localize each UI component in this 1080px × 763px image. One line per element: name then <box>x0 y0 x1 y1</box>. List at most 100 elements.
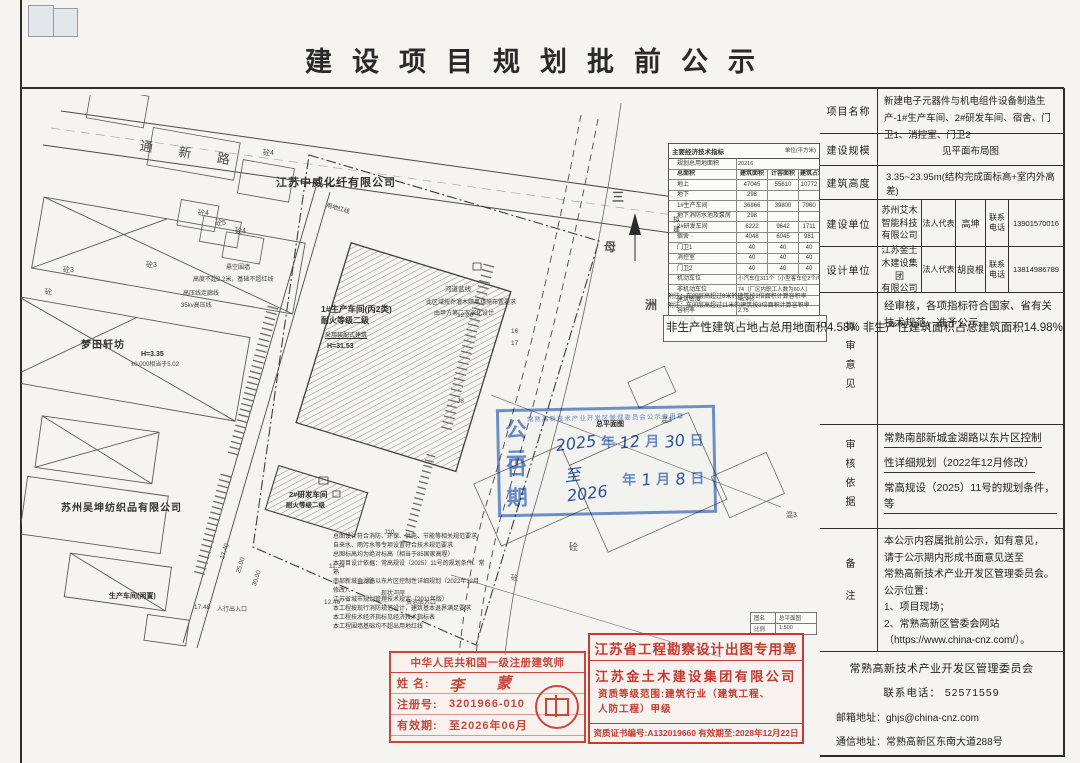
handwritten-day: 8 <box>674 468 687 489</box>
econ-cell: 40 <box>737 253 768 263</box>
notice-end-date-row: 日期 至2026 年 1 月 8 日 <box>500 456 714 510</box>
value-opinion: 经审核，各项指标符合国家、省有关 技术规范，准予公示。 <box>884 300 1052 330</box>
econ-row: 总面积建筑面积计容面积建筑占地面积 <box>669 169 819 180</box>
econ-cell: 建筑面积 <box>737 169 768 179</box>
valid-date: 至2026年06月 <box>449 720 528 732</box>
non-production-ratio-note: 非生产性建筑占地占总用地面积4.58% 非生产性建筑面积占总建筑面积14.98% <box>663 315 1063 342</box>
row-designer: 设计单位 江苏金土木建设集团 有限公司 法人代表 胡良根 联系 电话 13814… <box>820 245 1063 293</box>
econ-cell: 1#生产车间 <box>669 201 737 211</box>
name-label: 姓 名: <box>397 678 430 690</box>
econ-cell: 9642 <box>768 222 799 232</box>
map-label: 耐火等级二级 <box>321 316 369 325</box>
econ-cell: 小汽车位311个（小型客车位2个/中型货车位7个） <box>738 276 819 282</box>
label-remark: 备注 <box>820 529 878 651</box>
map-label: 耐火等级二级 <box>286 502 325 509</box>
designer-rep-name: 胡良根 <box>956 247 986 292</box>
label-basis: 审核依据 <box>820 425 878 528</box>
project-info-panel: 项目名称 新建电子元器件与机电组件设备制造生产-1#生产车间、2#研发车间、宿舍… <box>820 88 1065 757</box>
date-label: 日期 <box>505 456 536 511</box>
econ-cell: 981 <box>803 234 814 240</box>
map-label: 采用装配式建筑 <box>325 333 368 339</box>
footer-phone: 联系电话： 52571559 <box>883 686 1000 699</box>
map-label: 此区域按乔灌木隔离措施布置要求 <box>426 300 517 306</box>
registered-architect-stamp: 中华人民共和国一级注册建筑师 姓 名: 李 蒙 注册号: 3201966-010… <box>389 651 586 743</box>
handwritten-year: 2025 <box>554 430 597 455</box>
map-label: 苏州吴坤纺织品有限公司 <box>61 503 182 514</box>
econ-unit: 单位(平方米) <box>784 148 816 154</box>
design-company: 江苏金土木建设集团有限公司 <box>595 669 797 684</box>
builder-phone: 13901570016 <box>1013 218 1059 228</box>
map-label: 砼5 <box>215 220 226 227</box>
designer-rep-label: 法人代表 <box>922 247 956 292</box>
architect-stamp-title: 中华人民共和国一级注册建筑师 <box>391 653 584 673</box>
row-opinion: 拟审意见 经审核，各项指标符合国家、省有关 技术规范，准予公示。 <box>820 293 1063 425</box>
architect-reg-row: 注册号: 3201966-010 <box>391 694 584 715</box>
map-label: 高度不超2.2米，基础不超红线 <box>193 277 274 283</box>
year-char: 年 <box>621 471 637 488</box>
map-label: 高压线走廊线 <box>183 291 220 297</box>
map-label: 砼 <box>45 289 52 296</box>
econ-cell: 55610 <box>768 180 799 190</box>
value-height: 3.35~23.95m(结构完成面标高+室内外高差) <box>886 171 1055 197</box>
month-char: 月 <box>645 432 660 450</box>
econ-cell: 20216 <box>738 160 754 167</box>
econ-cell: 容积率 <box>669 306 737 316</box>
title-divider <box>20 87 1064 89</box>
econ-cell: 规划总用地面积 <box>669 159 737 169</box>
econ-cell: 2#研发车间 <box>669 222 737 232</box>
econ-group-label: 拟建 <box>671 216 679 235</box>
map-label: 生产车间(闲置) <box>109 593 156 600</box>
map-label: 砼3 <box>146 262 157 269</box>
left-border-rule <box>20 0 22 763</box>
map-label: 12.46 <box>324 599 341 606</box>
econ-title: 主要经济技术指标 <box>672 149 724 156</box>
basis-line: 常高规设（2025）11号的规划条件，等 <box>884 480 1057 515</box>
econ-cell: 40 <box>805 265 813 272</box>
public-notice-date-stamp: 常熟高新技术产业开发区管理委员会公示专用章 公示 2025 年 12 月 30 … <box>495 404 718 518</box>
architect-round-seal-icon <box>535 685 579 729</box>
titleblock-cell: 1:500 <box>779 625 793 631</box>
row-basis: 审核依据 常熟南部新城金湖路以东片区控制 性详细规划（2022年12月修改） 常… <box>820 425 1063 529</box>
econ-cell: 计容面积 <box>768 169 799 179</box>
designer-company: 江苏金土木建设集团 有限公司 <box>878 245 922 293</box>
map-label: 梦田轩坊 <box>81 340 125 351</box>
map-label: 三 <box>612 190 625 204</box>
econ-cell: 地上 <box>669 180 737 190</box>
footer-organization: 常熟高新技术产业开发区管理委员会 <box>849 662 1034 675</box>
site-plan-drawing: 总图设计符合消防、环保、供电、节能等相关规范要求 自来水、雨污水等专项设置符合技… <box>21 95 820 660</box>
econ-footnotes: 附注：车间层高超过8米的建筑按2倍面积计算容积率 附注：车间层高超过11米的建筑… <box>668 294 810 309</box>
econ-cell: 40 <box>768 264 799 274</box>
map-label: 河道蓝线 <box>445 286 471 293</box>
titleblock-cell: 图名 <box>751 613 776 623</box>
map-label: 砼3 <box>63 267 74 274</box>
map-label: 母 <box>604 240 617 254</box>
reg-label: 注册号: <box>397 699 438 711</box>
page-title: 建设项目规划批前公示 <box>305 47 775 77</box>
handwritten-day: 30 <box>663 429 686 452</box>
econ-cell: 2.75 <box>738 307 749 314</box>
value-basis: 常熟南部新城金湖路以东片区控制 性详细规划（2022年12月修改） 常高规设（2… <box>878 425 1063 528</box>
econ-cell: 门卫1 <box>669 243 737 253</box>
map-label: 砼 <box>569 542 579 552</box>
label-opinion: 拟审意见 <box>820 293 878 424</box>
econ-cell: 地下 <box>669 190 737 200</box>
handwritten-month: 1 <box>639 469 653 490</box>
design-scope: 资质等级范围:建筑行业（建筑工程、 人防工程）甲级 <box>598 689 771 715</box>
site-plan-linework <box>21 95 785 658</box>
basis-line: 性详细规划（2022年12月修改） <box>884 455 1035 473</box>
value-scale: 见平面布局图 <box>941 145 999 157</box>
handwritten-until-year: 至2026 <box>563 464 609 505</box>
econ-cell: 40 <box>768 243 799 253</box>
row-builder: 建设单位 苏州艾木智能科技 有限公司 法人代表 高坤 联系 电话 1390157… <box>820 200 1063 247</box>
econ-cell: 1711 <box>802 223 816 230</box>
map-label: 混3 <box>786 512 797 519</box>
row-project-name: 项目名称 新建电子元器件与机电组件设备制造生产-1#生产车间、2#研发车间、宿舍… <box>820 88 1063 141</box>
econ-cell: 宿舍 <box>669 232 737 242</box>
econ-cell <box>799 212 819 222</box>
